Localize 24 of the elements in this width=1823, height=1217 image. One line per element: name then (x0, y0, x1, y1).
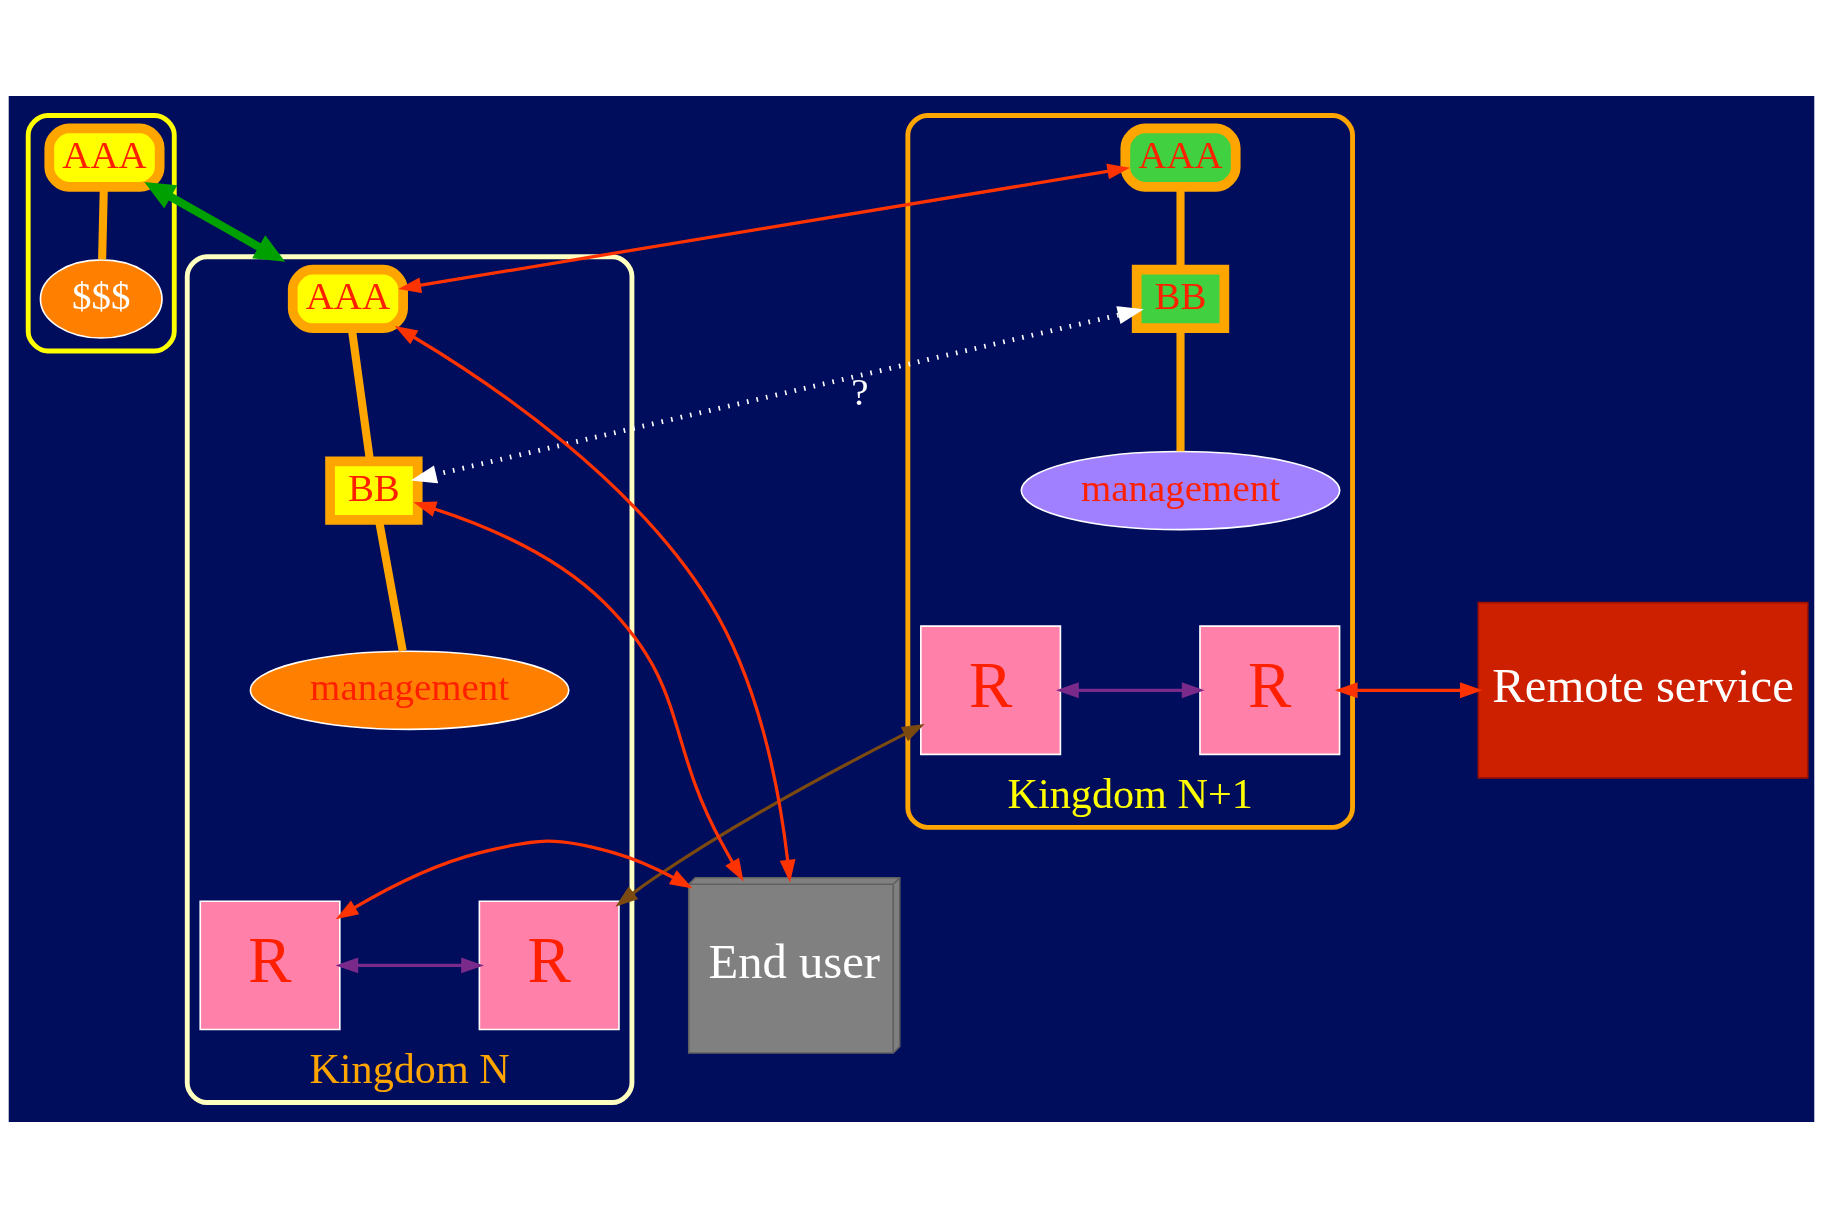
node-ellipse: management (1020, 450, 1341, 530)
arrow (413, 501, 744, 881)
node-box: Remote service (1477, 601, 1809, 779)
edge-label: ? (851, 369, 869, 413)
node-box: AAA (287, 264, 408, 333)
node-box: R (920, 624, 1062, 755)
node-ellipse: $$$ (39, 258, 163, 339)
arrow (394, 325, 796, 883)
arrow (410, 305, 1144, 483)
arrow (335, 956, 484, 973)
node-ellipse: management (249, 649, 570, 730)
node-box: AAA (44, 123, 165, 192)
arrow (144, 181, 286, 262)
node-box: R (199, 899, 341, 1030)
node-box: R (478, 899, 620, 1030)
node-box: BB (325, 456, 423, 525)
arrow (615, 723, 925, 907)
arrow (335, 838, 693, 919)
node-box: AAA (1120, 123, 1241, 192)
node-box: R (1199, 624, 1341, 755)
arrow (1334, 681, 1483, 698)
arrow (1056, 681, 1205, 698)
node-box: BB (1131, 264, 1230, 333)
arrow (398, 163, 1131, 293)
